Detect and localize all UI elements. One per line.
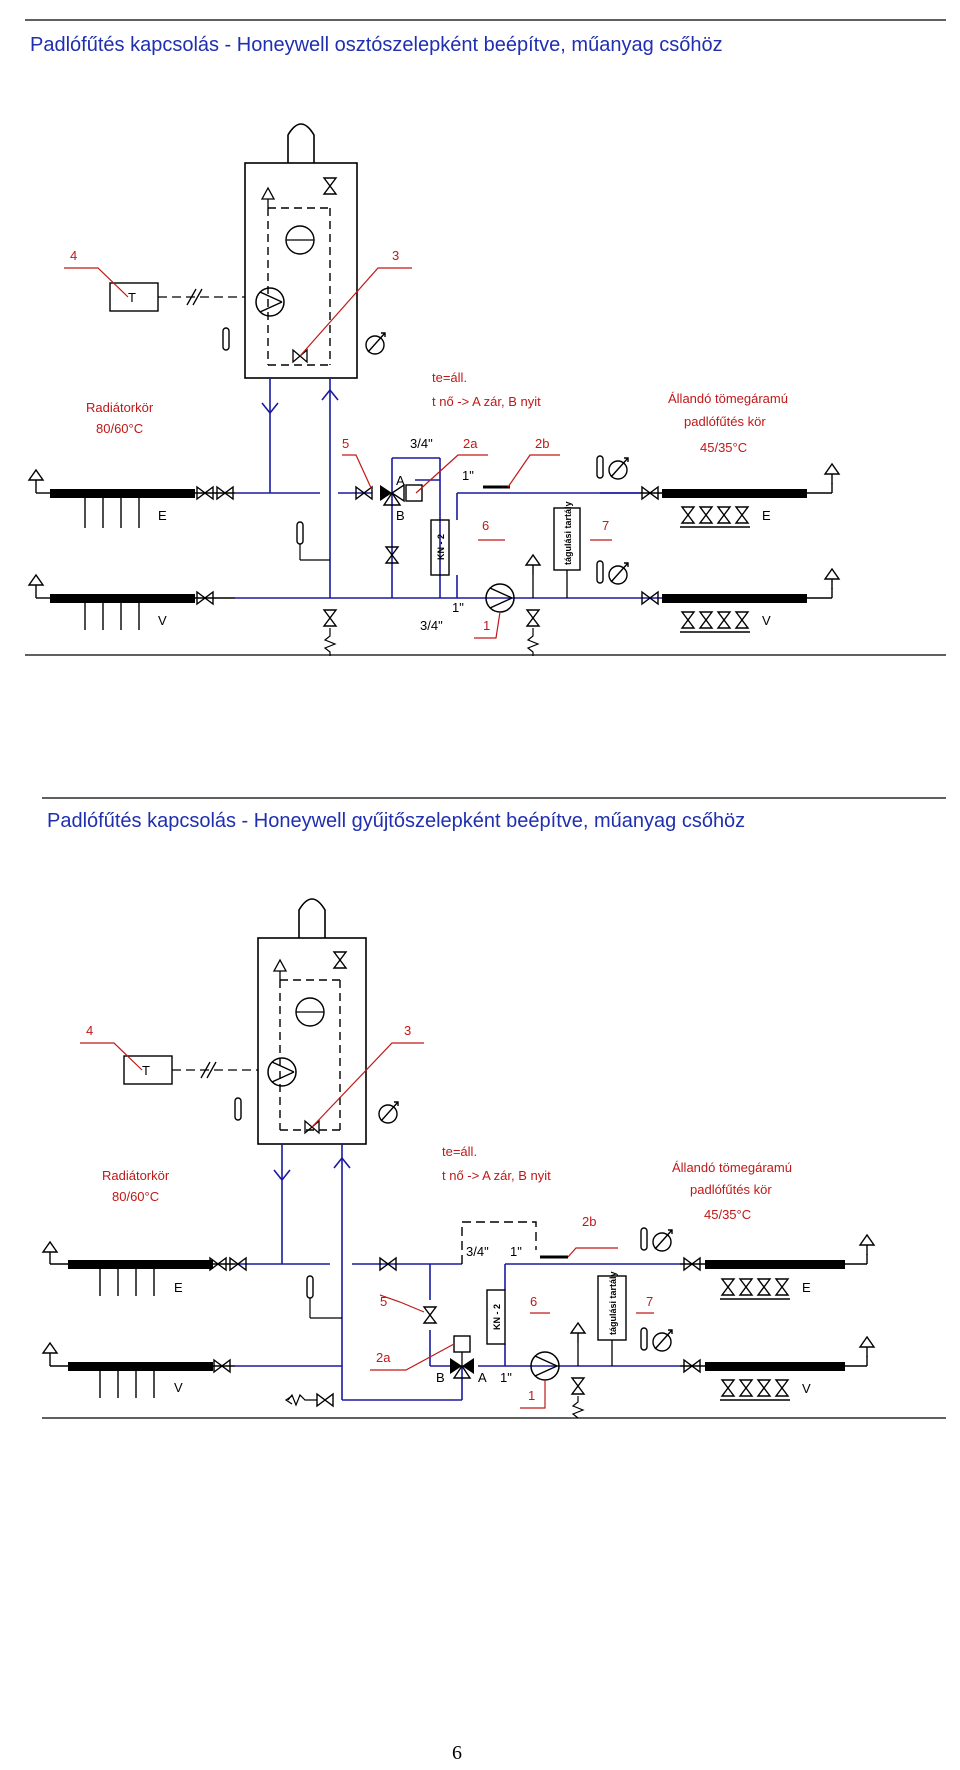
callout-1: 1 <box>483 618 490 633</box>
floor-collector-e: E <box>640 463 840 527</box>
control-note: te=áll. <box>432 370 467 385</box>
svg-text:B: B <box>396 508 405 523</box>
callout-2a: 2a <box>376 1350 391 1365</box>
svg-text:KN - 2: KN - 2 <box>492 1304 502 1330</box>
svg-text:E: E <box>802 1280 811 1295</box>
callout-7: 7 <box>602 518 609 533</box>
thermostat: T <box>123 1055 258 1085</box>
callout-2b: 2b <box>582 1214 596 1229</box>
thermostat-label: T <box>142 1063 150 1078</box>
svg-text:3/4": 3/4" <box>420 618 443 633</box>
mixing-valve <box>450 1335 474 1379</box>
svg-text:1": 1" <box>510 1244 522 1259</box>
svg-text:V: V <box>174 1380 183 1395</box>
thermostat-label: T <box>128 290 136 305</box>
svg-text:B: B <box>436 1370 445 1385</box>
svg-text:45/35°C: 45/35°C <box>700 440 747 455</box>
svg-text:E: E <box>174 1280 183 1295</box>
flow-v-label: V <box>158 613 167 628</box>
svg-text:1": 1" <box>500 1370 512 1385</box>
radiator-label: Radiátorkör <box>102 1168 170 1183</box>
svg-text:1": 1" <box>462 468 474 483</box>
svg-text:80/60°C: 80/60°C <box>112 1189 159 1204</box>
radiator-collector-v: V <box>42 1342 235 1398</box>
gauge-icon <box>365 332 386 355</box>
svg-text:KN - 2: KN - 2 <box>436 534 446 560</box>
svg-text:3/4": 3/4" <box>466 1244 489 1259</box>
svg-text:3/4": 3/4" <box>410 436 433 451</box>
callout-6: 6 <box>482 518 489 533</box>
svg-text:V: V <box>802 1381 811 1396</box>
floor-collector-v: V <box>680 1336 875 1400</box>
svg-text:A: A <box>396 473 405 488</box>
radiator-label: Radiátorkör <box>86 400 154 415</box>
callout-2b: 2b <box>535 436 549 451</box>
svg-text:t nő -> A zár, B nyit: t nő -> A zár, B nyit <box>442 1168 551 1183</box>
radiator-collector-v: V <box>28 574 235 630</box>
svg-text:padlófűtés kör: padlófűtés kör <box>684 414 766 429</box>
diagram-bottom: T <box>42 797 946 1419</box>
diagram-bottom-title: Padlófűtés kapcsolás - Honeywell gyűjtős… <box>47 810 746 832</box>
svg-text:E: E <box>762 508 771 523</box>
svg-text:A: A <box>478 1370 487 1385</box>
floor-label: Állandó tömegáramú <box>668 391 788 406</box>
diagram-top-title: Padlófűtés kapcsolás - Honeywell osztósz… <box>30 34 723 56</box>
kn-2: KN - 2 <box>430 519 450 576</box>
mixing-valve <box>355 483 423 564</box>
callout-5: 5 <box>380 1294 387 1309</box>
callout-1: 1 <box>528 1388 535 1403</box>
flow-e-label: E <box>158 508 167 523</box>
svg-text:t nő -> A zár, B nyit: t nő -> A zár, B nyit <box>432 394 541 409</box>
callout-5: 5 <box>342 436 349 451</box>
callout-3: 3 <box>392 248 399 263</box>
callout-4: 4 <box>70 248 77 263</box>
svg-text:80/60°C: 80/60°C <box>96 421 143 436</box>
radiator-collector-e: E <box>28 469 235 528</box>
radiator-collector-e: E <box>42 1241 247 1296</box>
svg-text:tágulási tartály: tágulási tartály <box>563 501 573 565</box>
callout-3: 3 <box>404 1023 411 1038</box>
boiler <box>234 898 399 1145</box>
callout-4: 4 <box>86 1023 93 1038</box>
diagram-top: T <box>25 19 946 656</box>
callout-6: 6 <box>530 1294 537 1309</box>
svg-text:V: V <box>762 613 771 628</box>
expansion-tank: tágulási tartály <box>553 501 581 598</box>
control-note: te=áll. <box>442 1144 477 1159</box>
svg-text:45/35°C: 45/35°C <box>704 1207 751 1222</box>
boiler <box>222 123 386 379</box>
callout-7: 7 <box>646 1294 653 1309</box>
expansion-tank: tágulási tartály <box>597 1271 627 1366</box>
page-number: 6 <box>452 1742 462 1764</box>
svg-text:padlófűtés kör: padlófűtés kör <box>690 1182 772 1197</box>
svg-text:tágulási tartály: tágulási tartály <box>608 1271 618 1335</box>
callout-2a: 2a <box>463 436 478 451</box>
floor-collector-e: E <box>680 1234 875 1299</box>
kn-2: KN - 2 <box>486 1289 506 1345</box>
floor-label: Állandó tömegáramú <box>672 1160 792 1175</box>
svg-text:1": 1" <box>452 600 464 615</box>
thermostat: T <box>109 282 245 312</box>
floor-collector-v: V <box>605 568 840 632</box>
pipes <box>235 378 640 599</box>
